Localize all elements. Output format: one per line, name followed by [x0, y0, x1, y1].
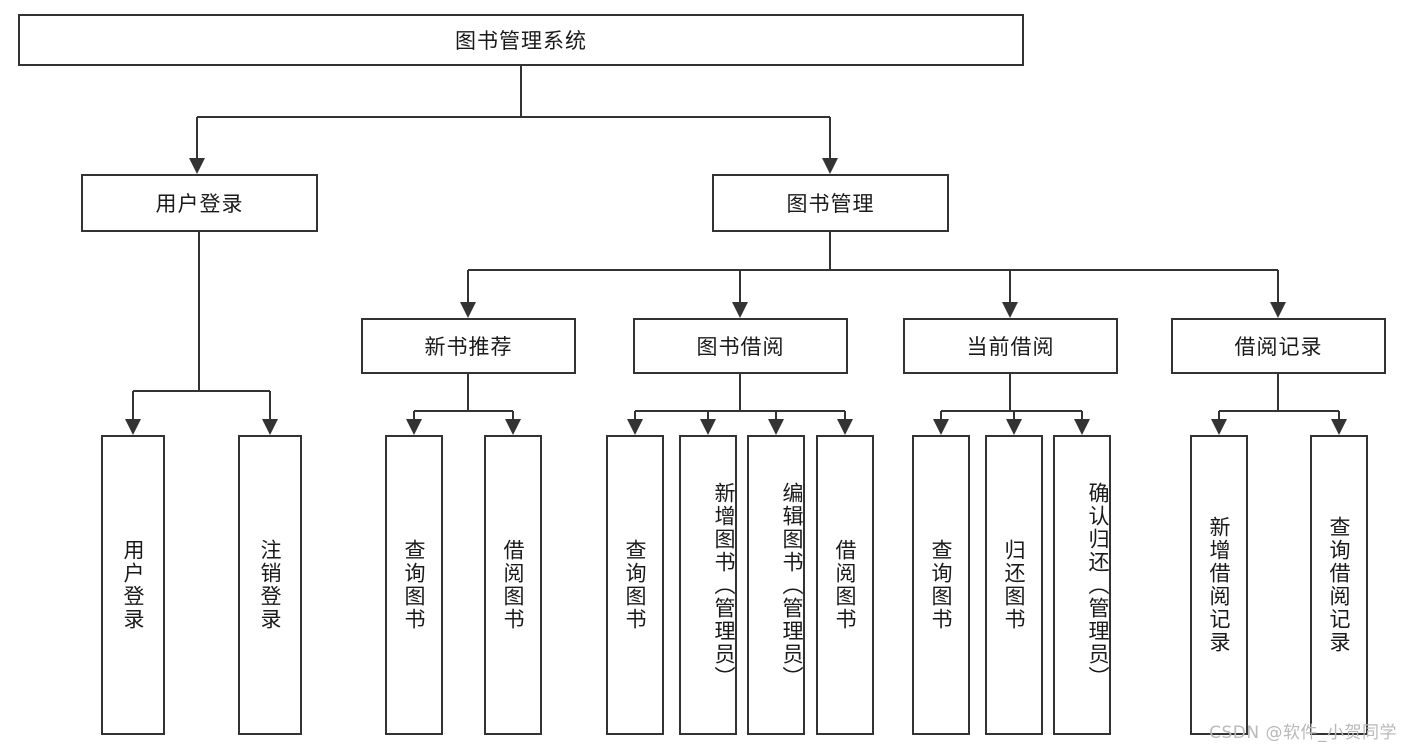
arrow-root-child-0-head [189, 158, 205, 174]
arrow-manage-child-2-head [1002, 302, 1018, 318]
watermark-label: CSDN @软件_小贺同学 [1209, 723, 1397, 743]
node-leaf-10[interactable]: 确认归还（管理员） [1053, 435, 1111, 735]
node-leaf-6[interactable]: 编辑图书（管理员） [747, 435, 805, 735]
arrow-group-0-leaf-1-head [505, 419, 521, 435]
arrow-group-3-leaf-1-head [1331, 419, 1347, 435]
node-level2-3[interactable]: 借阅记录 [1171, 318, 1386, 374]
arrow-group-0-leaf-0-head [406, 419, 422, 435]
node-leaf-1[interactable]: 注销登录 [238, 435, 302, 735]
arrow-group-2-leaf-1-head [1006, 419, 1022, 435]
node-leaf-9[interactable]: 归还图书 [985, 435, 1043, 735]
arrow-manage-child-0-head [460, 302, 476, 318]
node-root-图书管理系统[interactable]: 图书管理系统 [18, 14, 1024, 66]
node-level2-1[interactable]: 图书借阅 [633, 318, 848, 374]
arrow-group-1-leaf-1-head [700, 419, 716, 435]
arrow-group-1-leaf-3-head [837, 419, 853, 435]
node-level1-1[interactable]: 图书管理 [712, 174, 949, 232]
node-leaf-3[interactable]: 借阅图书 [484, 435, 542, 735]
node-leaf-0[interactable]: 用户登录 [101, 435, 165, 735]
node-leaf-11[interactable]: 新增借阅记录 [1190, 435, 1248, 735]
node-leaf-12[interactable]: 查询借阅记录 [1310, 435, 1368, 735]
arrow-group-2-leaf-0-head [933, 419, 949, 435]
node-leaf-8[interactable]: 查询图书 [912, 435, 970, 735]
arrow-group-1-leaf-2-head [768, 419, 784, 435]
node-level2-0[interactable]: 新书推荐 [361, 318, 576, 374]
arrow-group-1-leaf-0-head [627, 419, 643, 435]
arrow-login-leaf-1-head [262, 419, 278, 435]
arrow-manage-child-1-head [732, 302, 748, 318]
node-leaf-5[interactable]: 新增图书（管理员） [679, 435, 737, 735]
arrow-login-leaf-0-head [125, 419, 141, 435]
arrow-manage-child-3-head [1270, 302, 1286, 318]
arrow-group-2-leaf-2-head [1074, 419, 1090, 435]
arrow-group-3-leaf-0-head [1211, 419, 1227, 435]
node-leaf-2[interactable]: 查询图书 [385, 435, 443, 735]
node-leaf-7[interactable]: 借阅图书 [816, 435, 874, 735]
node-level1-0[interactable]: 用户登录 [81, 174, 318, 232]
node-leaf-4[interactable]: 查询图书 [606, 435, 664, 735]
node-level2-2[interactable]: 当前借阅 [903, 318, 1118, 374]
arrow-root-child-1-head [822, 158, 838, 174]
